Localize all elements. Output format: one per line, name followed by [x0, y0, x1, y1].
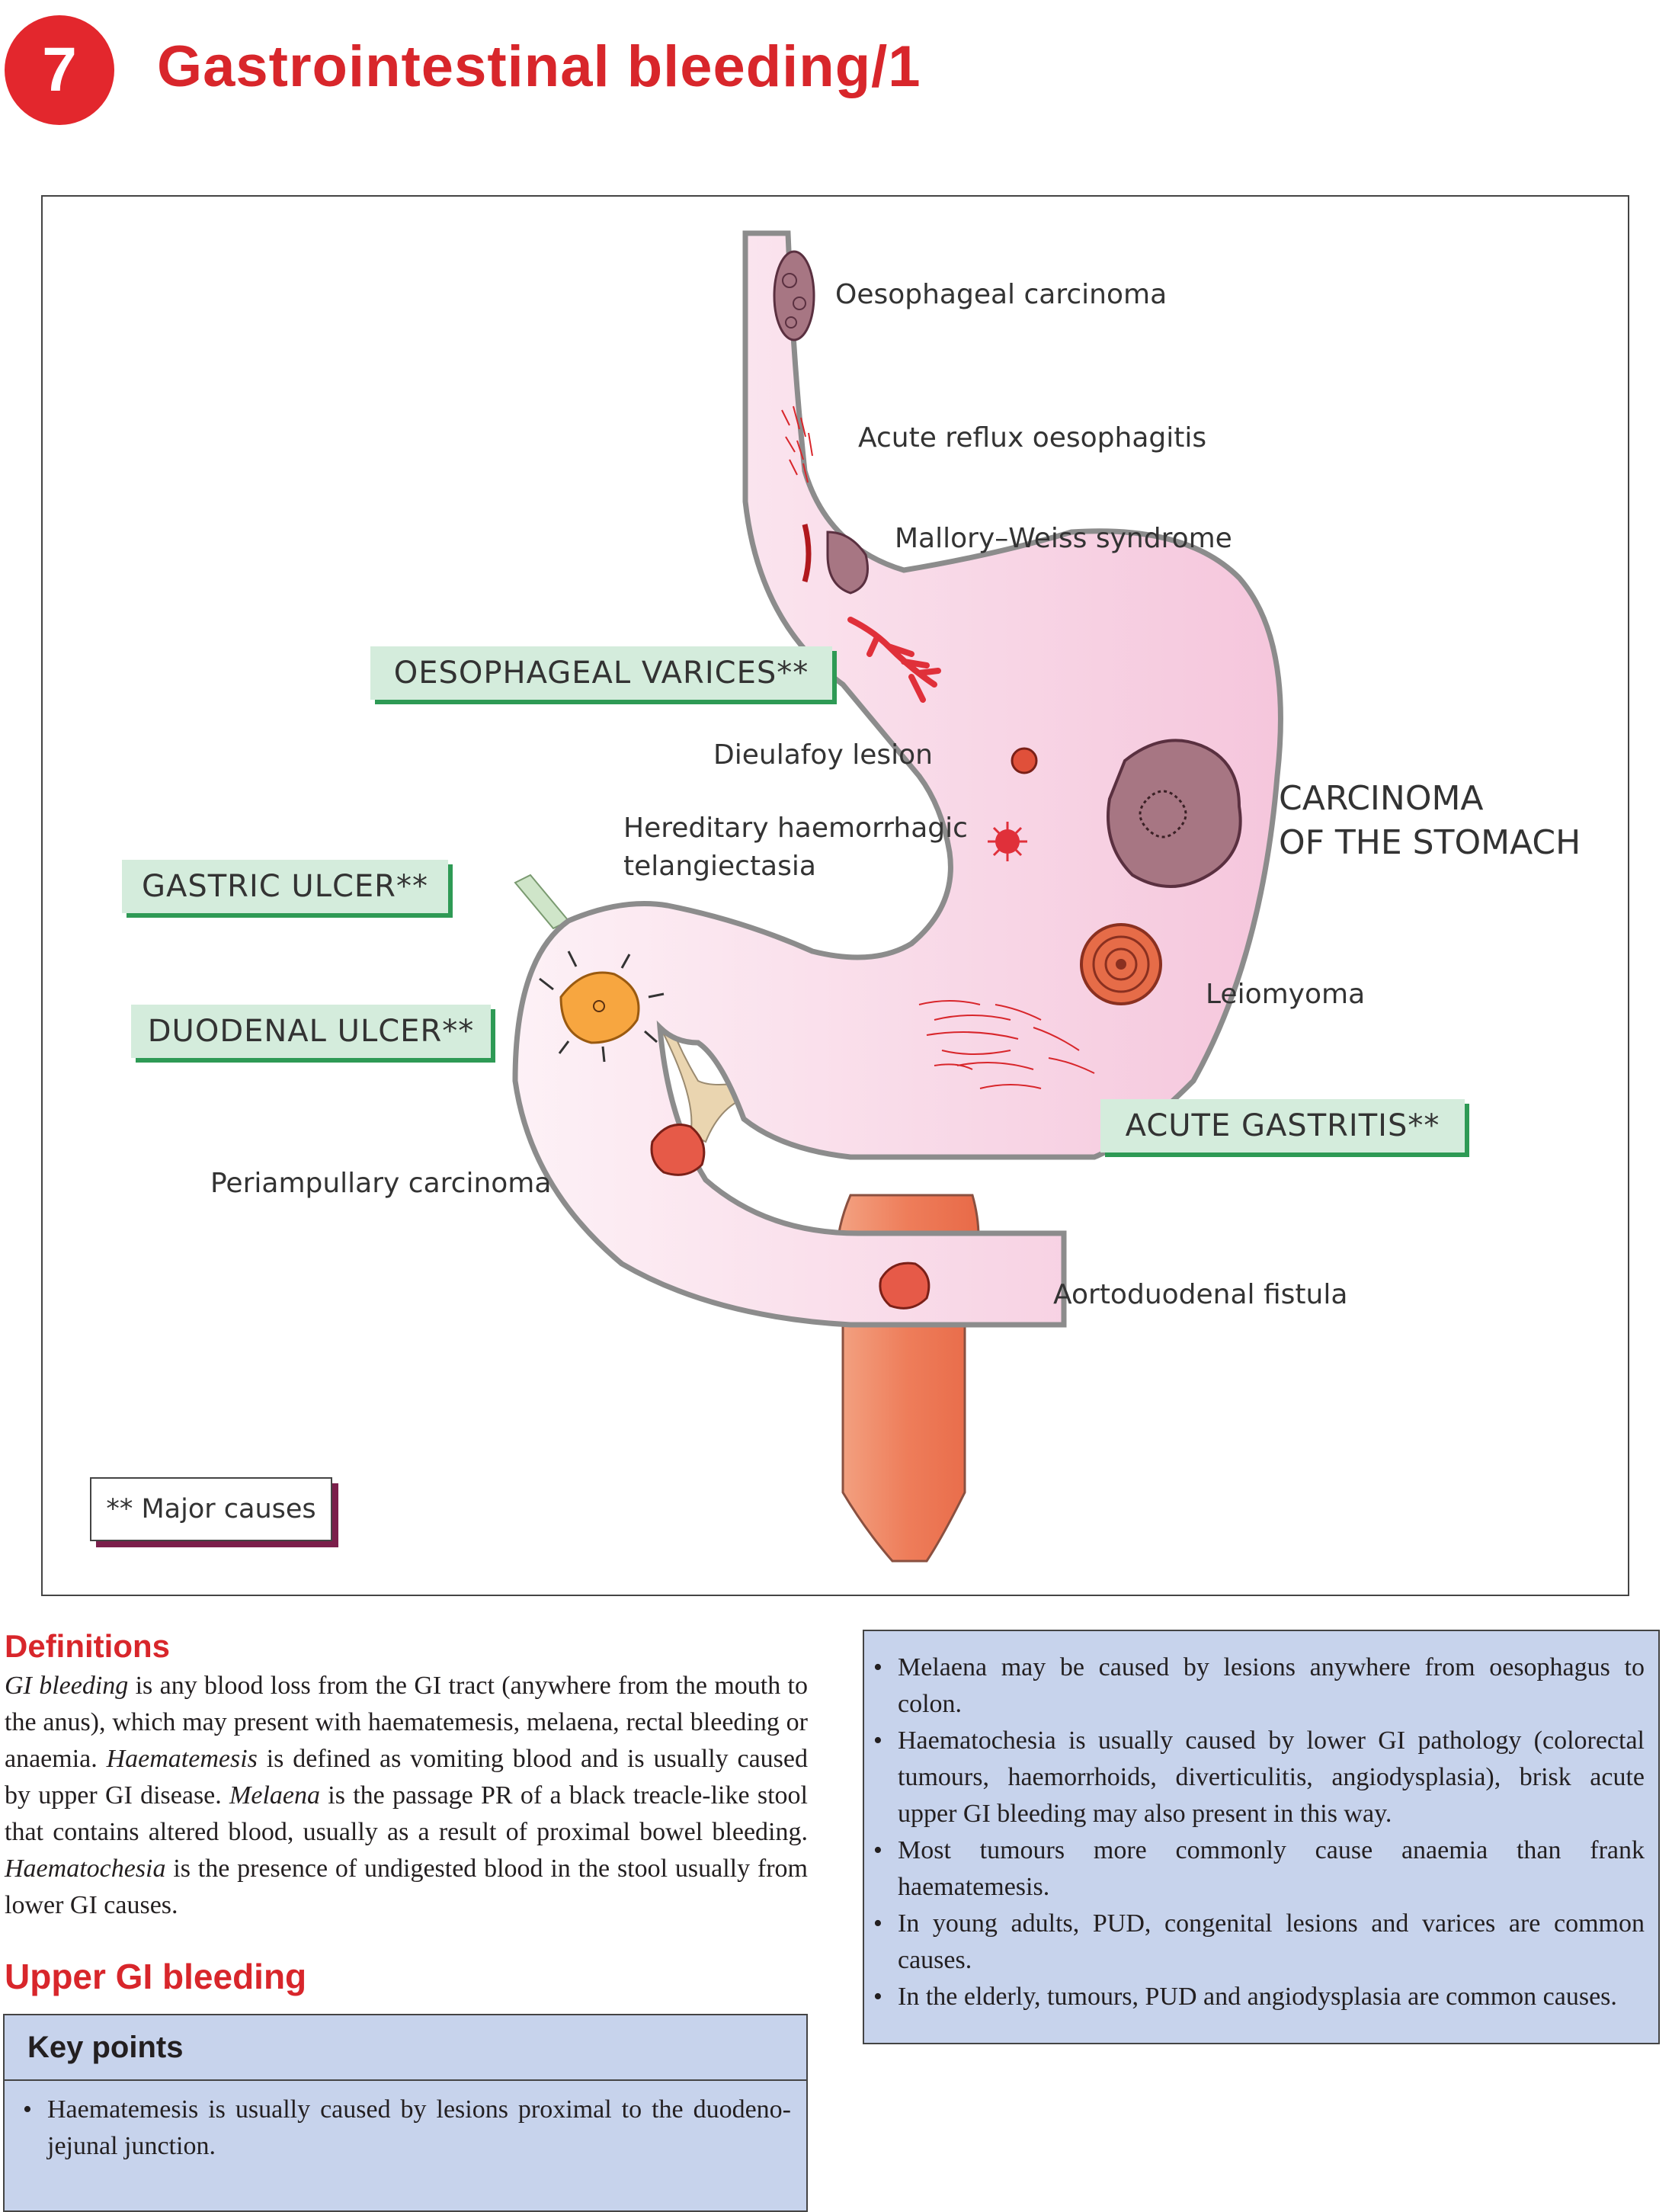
stomach-illustration: Oesophageal carcinoma Acute reflux oesop… — [210, 230, 1581, 1563]
label-mallory-weiss: Mallory–Weiss syndrome — [895, 523, 1232, 554]
label-dieulafoy: Dieulafoy lesion — [713, 739, 933, 771]
note-item: In young adults, PUD, congenital lesions… — [872, 1906, 1645, 1979]
note-item: Melaena may be caused by lesions anywher… — [872, 1649, 1645, 1723]
key-points-title: Key points — [27, 2031, 184, 2064]
key-points-box: Key points Haematemesis is usually cause… — [3, 2014, 808, 2212]
label-carcinoma-stomach-line2: OF THE STOMACH — [1279, 823, 1581, 862]
label-leiomyoma: Leiomyoma — [1206, 979, 1365, 1010]
varices-lesion — [847, 617, 941, 703]
upper-gi-heading: Upper GI bleeding — [5, 1957, 307, 1996]
label-hht-line2: telangiectasia — [623, 851, 816, 882]
note-item: In the elderly, tumours, PUD and angiody… — [872, 1979, 1645, 2015]
acute-gastritis-lesion — [918, 1000, 1095, 1089]
definitions-heading: Definitions — [5, 1628, 170, 1664]
definitions-paragraph: GI bleeding is any blood loss from the G… — [5, 1672, 808, 1919]
reflux-oesophagitis-lesion — [781, 406, 813, 483]
label-aortoduodenal: Aortoduodenal fistula — [1053, 1279, 1347, 1310]
label-acute-reflux: Acute reflux oesophagitis — [858, 422, 1206, 454]
aortoduodenal-fistula-lesion — [879, 1261, 930, 1310]
key-point-item: Haematemesis is usually caused by lesion… — [21, 2092, 791, 2165]
note-item: Most tumours more commonly cause anaemia… — [872, 1832, 1645, 1906]
upper-gi-notes-box: Melaena may be caused by lesions anywher… — [863, 1630, 1660, 2044]
page-title: Gastrointestinal bleeding/1 — [157, 34, 921, 99]
label-hht-line1: Hereditary haemorrhagic — [623, 813, 968, 844]
leiomyoma-lesion — [1080, 923, 1162, 1005]
major-cause-acute-gastritis: ACUTE GASTRITIS** — [1100, 1099, 1465, 1152]
chapter-number-badge: 7 — [5, 15, 114, 125]
pointer-stalk — [514, 874, 570, 930]
dieulafoy-lesion — [1011, 747, 1038, 774]
major-causes-legend: ** Major causes — [90, 1477, 332, 1541]
duodenal-ulcer-lesion — [539, 951, 665, 1063]
label-oesophageal-carcinoma: Oesophageal carcinoma — [835, 279, 1167, 310]
label-periampullary: Periampullary carcinoma — [210, 1168, 551, 1199]
periampullary-carcinoma-lesion — [650, 1124, 706, 1176]
mallory-weiss-lesion — [802, 524, 869, 595]
gi-bleeding-figure: Oesophageal carcinoma Acute reflux oesop… — [41, 195, 1629, 1596]
major-cause-duodenal-ulcer: DUODENAL ULCER** — [131, 1005, 491, 1058]
stomach-carcinoma-lesion — [1107, 739, 1242, 888]
label-carcinoma-stomach-line1: CARCINOMA — [1279, 779, 1484, 818]
major-cause-gastric-ulcer: GASTRIC ULCER** — [122, 860, 448, 913]
hht-lesion — [988, 822, 1027, 861]
major-cause-varices: OESOPHAGEAL VARICES** — [370, 646, 832, 700]
note-item: Haematochesia is usually caused by lower… — [872, 1723, 1645, 1832]
oesophageal-carcinoma-lesion — [773, 250, 815, 341]
stomach-outline — [512, 230, 1283, 1328]
